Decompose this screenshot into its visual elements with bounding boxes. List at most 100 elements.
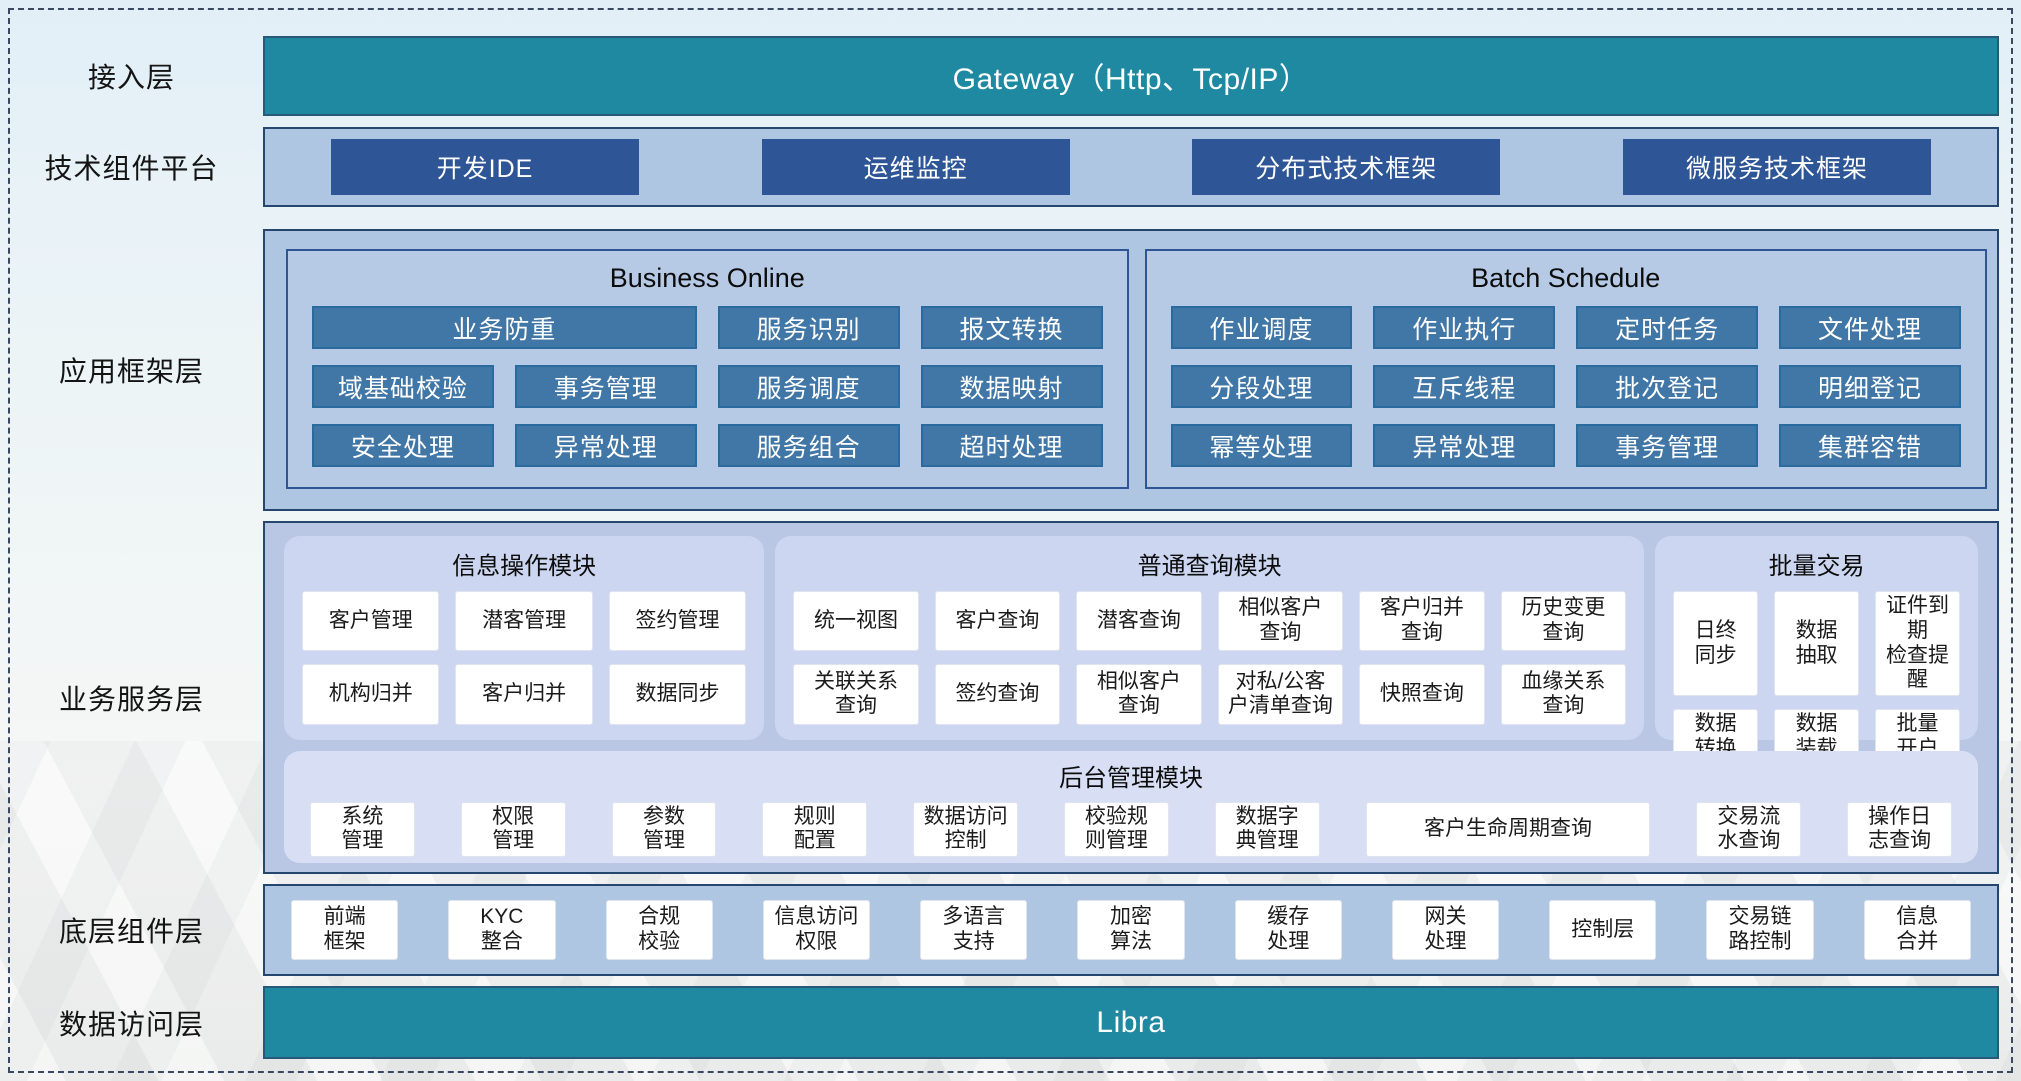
admin-item: 操作日 志查询	[1847, 801, 1953, 858]
base-item: 网关 处理	[1391, 900, 1500, 960]
layer-label-app-framework: 应用框架层	[58, 356, 204, 387]
base-item: 控制层	[1549, 900, 1657, 960]
framework-item: 作业调度	[1170, 306, 1353, 349]
framework-item: 互斥线程	[1373, 365, 1556, 408]
module-title: 信息操作模块	[452, 553, 597, 580]
service-item: 潜客管理	[455, 591, 593, 652]
service-item: 相似客户 查询	[1076, 664, 1202, 725]
admin-item: 数据访问 控制	[913, 801, 1018, 858]
base-item: 缓存 处理	[1234, 900, 1342, 960]
service-item: 客户查询	[934, 591, 1061, 652]
module-title: 普通查询模块	[1137, 553, 1282, 580]
group-grid: 作业调度作业执行定时任务文件处理分段处理互斥线程批次登记明细登记幂等处理异常处理…	[1170, 306, 1961, 467]
tech-item: 微服务技术框架	[1622, 139, 1931, 195]
framework-item: 异常处理	[514, 424, 697, 467]
gateway-bar-label: Gateway（Http、Tcp/IP）	[952, 63, 1310, 96]
framework-item: 幂等处理	[1170, 424, 1353, 467]
admin-item: 数据字 典管理	[1214, 801, 1320, 858]
framework-item: 服务组合	[717, 424, 900, 467]
base-item: 加密 算法	[1077, 900, 1185, 960]
framework-item: 批次登记	[1576, 365, 1759, 408]
layer-label-access: 接入层	[87, 62, 175, 93]
admin-item: 客户生命周期查询	[1365, 801, 1651, 858]
base-item: 交易链 路控制	[1706, 900, 1814, 960]
service-item: 签约查询	[934, 664, 1061, 725]
admin-module: 后台管理模块 系统 管理权限 管理参数 管理规则 配置数据访问 控制校验规 则管…	[284, 750, 1978, 863]
business-service-panel: 信息操作模块客户管理潜客管理签约管理机构归并客户归并数据同步 普通查询模块统一视图…	[263, 521, 1999, 874]
service-module: 普通查询模块统一视图客户查询潜客查询相似客户 查询客户归并 查询历史变更 查询关…	[775, 536, 1645, 740]
module-grid: 统一视图客户查询潜客查询相似客户 查询客户归并 查询历史变更 查询关联关系 查询…	[793, 591, 1627, 725]
framework-item: 报文转换	[920, 306, 1103, 349]
group-title: Batch Schedule	[1471, 263, 1661, 293]
business-service-row: 业务服务层 信息操作模块客户管理潜客管理签约管理机构归并客户归并数据同步 普通查询…	[0, 521, 1999, 874]
framework-item: 超时处理	[920, 424, 1103, 467]
tech-item: 分布式技术框架	[1192, 139, 1501, 195]
framework-item: 数据映射	[920, 365, 1103, 408]
admin-item: 权限 管理	[460, 801, 566, 858]
access-layer-row: 接入层 Gateway（Http、Tcp/IP）	[0, 36, 1999, 116]
admin-item: 校验规 则管理	[1063, 801, 1169, 858]
service-item: 客户管理	[302, 591, 440, 652]
module-title: 批量交易	[1768, 553, 1865, 580]
framework-item: 安全处理	[312, 424, 494, 467]
framework-item: 业务防重	[312, 306, 697, 349]
admin-items-row: 系统 管理权限 管理参数 管理规则 配置数据访问 控制校验规 则管理数据字 典管…	[310, 801, 1953, 858]
base-item: 前端 框架	[291, 900, 399, 960]
service-item: 相似客户 查询	[1217, 591, 1344, 652]
base-item: 信息访问 权限	[762, 900, 871, 960]
framework-item: 文件处理	[1779, 306, 1961, 349]
group-title: Business Online	[609, 263, 805, 293]
service-module: 批量交易日终 同步数据 抽取证件到期 检查提醒数据 转换数据 装载批量 开户	[1655, 536, 1979, 765]
service-module: 信息操作模块客户管理潜客管理签约管理机构归并客户归并数据同步	[284, 536, 765, 740]
service-item: 历史变更 查询	[1500, 591, 1627, 652]
admin-item: 交易流 水查询	[1696, 801, 1802, 858]
base-item: 信息 合并	[1863, 900, 1971, 960]
framework-item: 集群容错	[1779, 424, 1961, 467]
layer-label-data-access: 数据访问层	[58, 1008, 204, 1040]
framework-item: 事务管理	[1576, 424, 1759, 467]
service-item: 客户归并	[455, 664, 593, 725]
module-grid: 日终 同步数据 抽取证件到期 检查提醒数据 转换数据 装载批量 开户	[1673, 591, 1960, 765]
base-item: KYC 整合	[448, 900, 556, 960]
service-item: 证件到期 检查提醒	[1875, 591, 1960, 697]
service-item: 数据同步	[608, 664, 747, 725]
service-item: 对私/公客 户清单查询	[1217, 664, 1344, 725]
service-item: 快照查询	[1359, 664, 1485, 725]
gateway-bar: Gateway（Http、Tcp/IP）	[263, 36, 1999, 116]
module-grid: 客户管理潜客管理签约管理机构归并客户归并数据同步	[302, 591, 747, 725]
service-item: 数据 抽取	[1774, 591, 1860, 697]
framework-item: 定时任务	[1576, 306, 1759, 349]
framework-item: 服务调度	[717, 365, 900, 408]
tech-item: 开发IDE	[331, 139, 639, 195]
service-item: 关联关系 查询	[793, 664, 919, 725]
framework-item: 分段处理	[1170, 365, 1353, 408]
service-item: 客户归并 查询	[1359, 591, 1485, 652]
base-item: 多语言 支持	[920, 900, 1028, 960]
framework-item: 作业执行	[1373, 306, 1556, 349]
framework-item: 服务识别	[717, 306, 900, 349]
framework-item: 事务管理	[514, 365, 697, 408]
service-item: 日终 同步	[1673, 591, 1759, 697]
layer-label-base-components: 底层组件层	[58, 916, 204, 947]
data-access-row: 数据访问层 Libra	[0, 986, 1999, 1059]
layer-label-tech-platform: 技术组件平台	[44, 153, 219, 184]
admin-module-title: 后台管理模块	[1059, 764, 1203, 792]
framework-item: 异常处理	[1373, 424, 1556, 467]
service-item: 机构归并	[302, 664, 440, 725]
service-item: 潜客查询	[1076, 591, 1202, 652]
admin-item: 系统 管理	[310, 801, 415, 858]
layer-label-business-service: 业务服务层	[58, 683, 204, 715]
framework-group: Batch Schedule 作业调度作业执行定时任务文件处理分段处理互斥线程批次…	[1144, 249, 1987, 489]
libra-bar-label: Libra	[1096, 1005, 1166, 1039]
libra-bar: Libra	[263, 986, 1999, 1059]
service-item: 签约管理	[608, 591, 747, 652]
service-item: 统一视图	[793, 591, 919, 652]
